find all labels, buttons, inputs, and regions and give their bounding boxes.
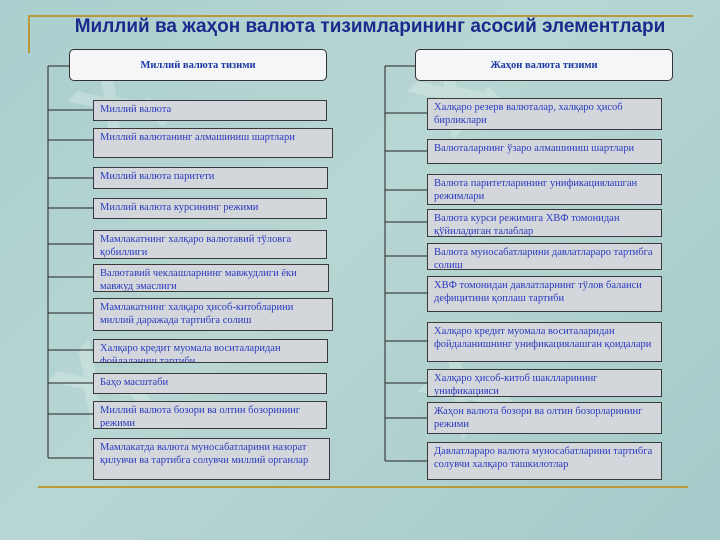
right-item: Валюта паритетларининг унификациялашган … — [427, 174, 662, 205]
bottom-rule — [38, 486, 688, 488]
left-item: Миллий валюта курсининг режими — [93, 198, 327, 219]
left-item: Миллий валюта — [93, 100, 327, 121]
right-item: Валюталарнинг ўзаро алмашиниш шартлари — [427, 139, 662, 164]
header-national-currency-system: Миллий валюта тизими — [69, 49, 327, 81]
right-item: ХВФ томонидан давлатларнинг тўлов баланс… — [427, 276, 662, 312]
left-item: Мамлакатнинг халқаро валютавий тўловга қ… — [93, 230, 327, 259]
left-rule — [28, 15, 30, 53]
top-rule — [28, 15, 693, 17]
left-item: Мамлакатнинг халқаро ҳисоб-китобларини м… — [93, 298, 333, 331]
left-item: Миллий валютанинг алмашиниш шартлари — [93, 128, 333, 158]
right-item: Халқаро резерв валюталар, халқаро ҳисоб … — [427, 98, 662, 130]
left-item: Мамлакатда валюта муносабатларини назора… — [93, 438, 330, 480]
right-item: Давлатлараро валюта муносабатларини тарт… — [427, 442, 662, 480]
header-world-currency-system: Жаҳон валюта тизими — [415, 49, 673, 81]
right-item: Халқаро ҳисоб-китоб шаклларининг унифика… — [427, 369, 662, 397]
slide-title: Миллий ва жаҳон валюта тизимларининг асо… — [74, 16, 666, 37]
right-item: Жаҳон валюта бозори ва олтин бозорларини… — [427, 402, 662, 434]
left-item: Халқаро кредит муомала воситаларидан фой… — [93, 339, 328, 363]
left-item: Миллий валюта бозори ва олтин бозорининг… — [93, 401, 327, 429]
right-item: Валюта курси режимига ХВФ томонидан қўйи… — [427, 209, 662, 237]
left-item: Миллий валюта паритети — [93, 167, 328, 189]
left-item: Баҳо масштаби — [93, 373, 327, 394]
right-item: Халқаро кредит муомала воситаларидан фой… — [427, 322, 662, 362]
right-item: Валюта муносабатларини давлатлараро тарт… — [427, 243, 662, 270]
left-item: Валютавий чеклашларнинг мавжудлиги ёки м… — [93, 264, 329, 292]
